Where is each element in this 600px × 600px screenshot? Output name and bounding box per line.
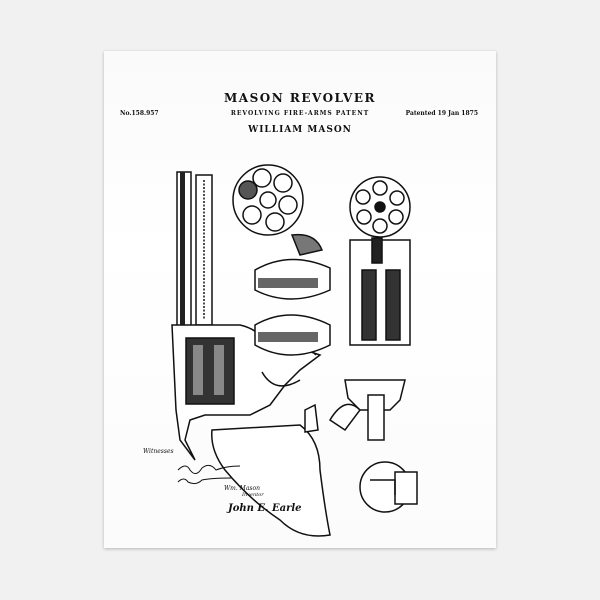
inventor-label: Inventor	[242, 492, 264, 498]
revolver-drawing	[171, 164, 418, 537]
cylinder-view-drawing	[232, 164, 324, 256]
grip-drawing	[211, 424, 331, 537]
patent-poster: MASON REVOLVER REVOLVING FIRE-ARMS PATEN…	[104, 51, 496, 548]
inventor-signature: Wm. Mason	[224, 485, 260, 492]
poster-subtitle: REVOLVING FIRE-ARMS PATENT	[230, 110, 370, 117]
part-drawings	[254, 237, 418, 513]
cylinder-front-drawing	[349, 176, 411, 238]
patent-date: Patented 19 Jan 1875	[405, 110, 478, 117]
poster-title: MASON REVOLVER	[224, 91, 376, 105]
attorney-signature: John E. Earle	[228, 503, 302, 514]
patent-number: No.158.957	[120, 110, 159, 117]
witness-signatures-drawing	[177, 464, 241, 485]
inventor-name: WILLIAM MASON	[248, 125, 352, 135]
barrel-drawing	[176, 171, 213, 333]
witnesses-label: Witnesses	[143, 448, 174, 455]
